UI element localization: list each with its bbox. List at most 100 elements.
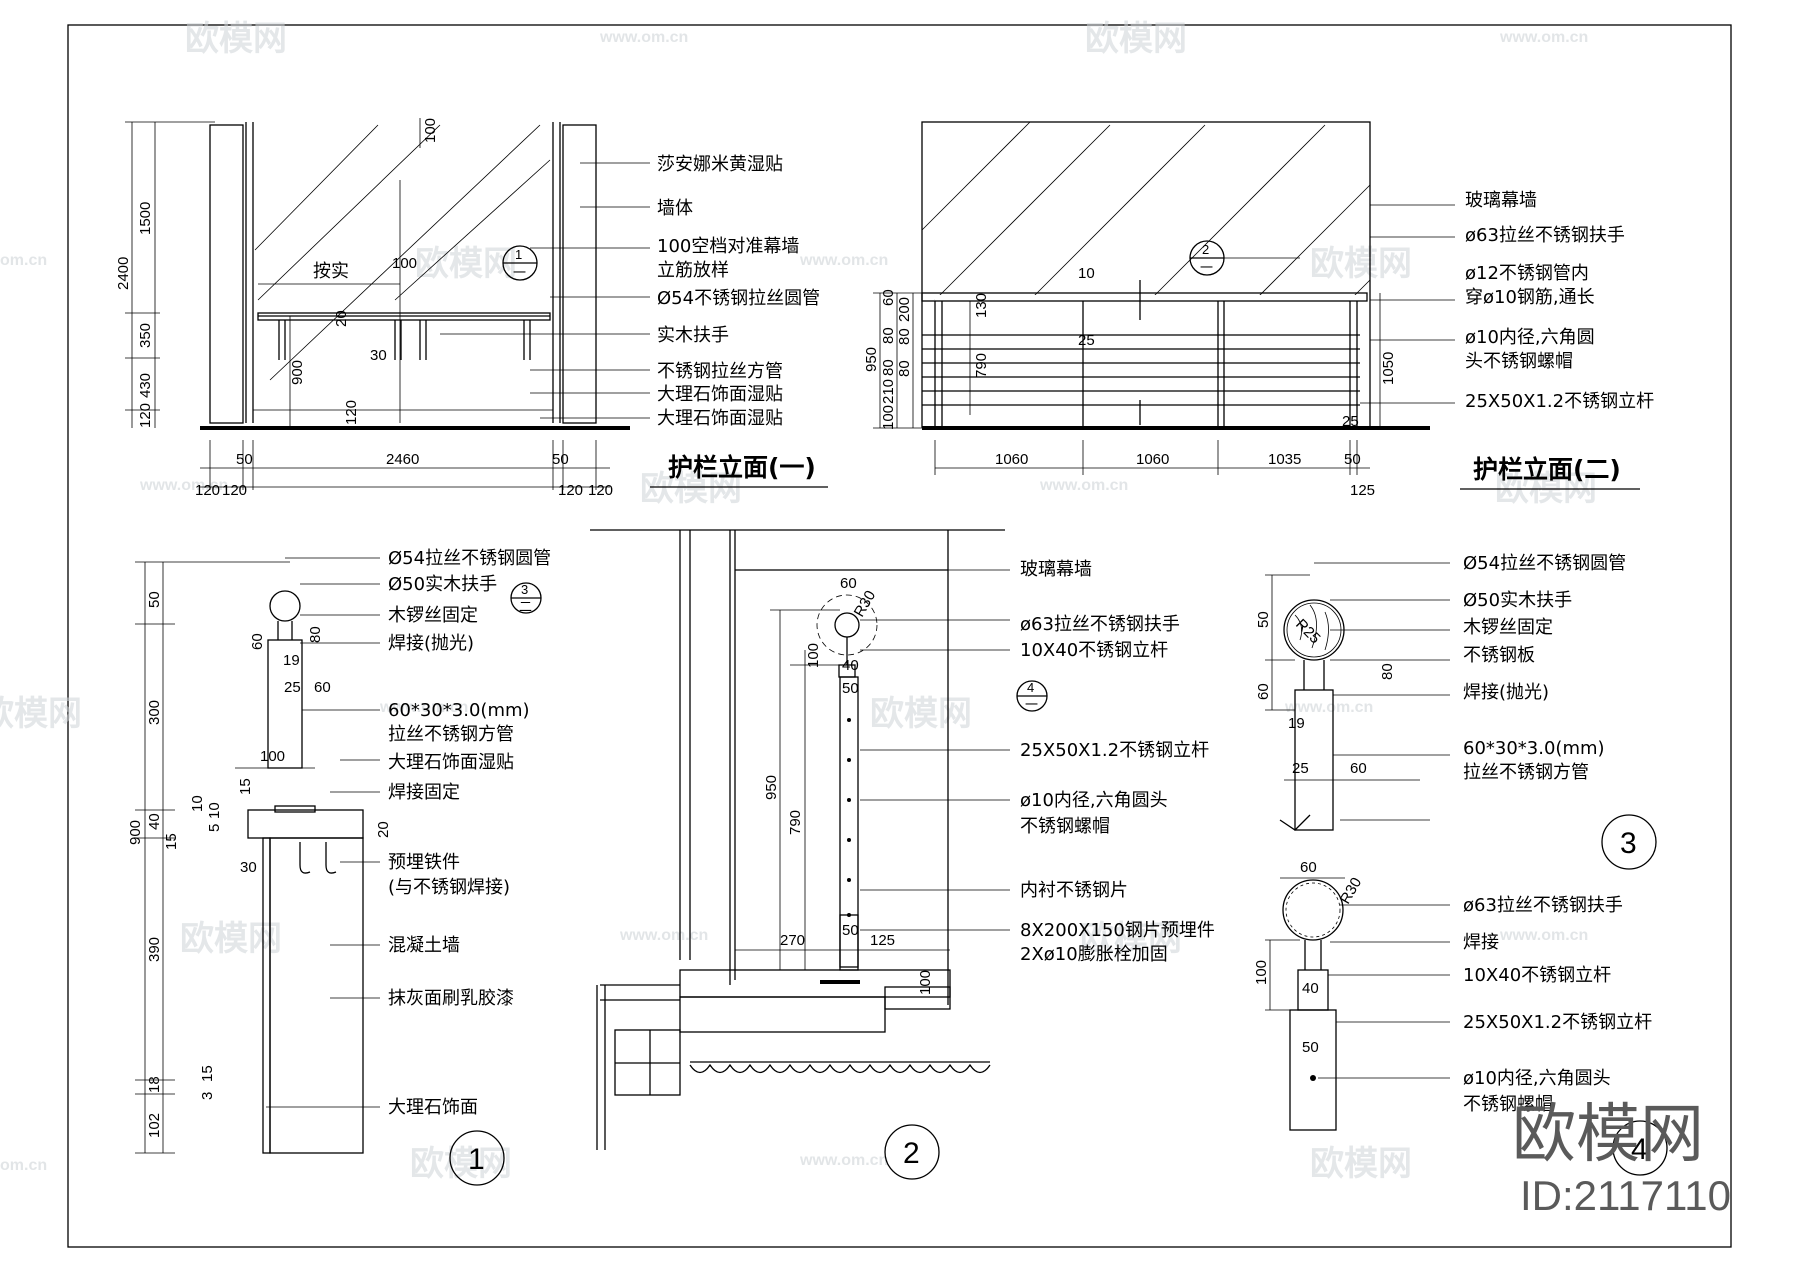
- dim-80b: 80: [896, 328, 913, 345]
- dim-60: 60: [249, 633, 266, 650]
- dim-20: 20: [375, 821, 392, 838]
- dim-30: 30: [370, 347, 387, 364]
- dim-100: 100: [422, 118, 439, 143]
- label-inner-steel-plate: 内衬不锈钢片: [1020, 880, 1128, 901]
- dim-60: 60: [840, 575, 857, 592]
- dim-790: 790: [973, 353, 990, 378]
- dim-50: 50: [1344, 451, 1361, 468]
- detail-1-number: 1: [468, 1143, 485, 1176]
- dim-1500: 1500: [137, 202, 154, 235]
- label-steel-post-10x40: 10X40不锈钢立杆: [1463, 965, 1611, 986]
- watermark-brand: 欧模网: [185, 19, 287, 59]
- detail-4-number: 4: [1631, 1133, 1648, 1166]
- label-steel-tube: Ø54不锈钢拉丝圆管: [657, 288, 820, 309]
- dim-200: 200: [896, 297, 913, 322]
- dim-50b: 50: [842, 922, 859, 939]
- brand-id: ID:2117110: [1520, 1172, 1731, 1219]
- label-marble-1: 大理石饰面湿贴: [657, 384, 783, 405]
- dim-120c: 120: [195, 482, 220, 499]
- dim-40: 40: [842, 657, 859, 674]
- dim-15c: 15: [199, 1065, 216, 1082]
- handrail-circle: [269, 590, 301, 622]
- watermark-url: www.om.cn: [799, 252, 888, 269]
- watermark-brand: 欧模网: [870, 694, 972, 734]
- dim-100: 100: [880, 405, 897, 430]
- label-steel-tube: Ø54拉丝不锈钢圆管: [1463, 553, 1626, 574]
- label-wood-screw: 木锣丝固定: [388, 605, 478, 626]
- dim-r30: R30: [851, 588, 879, 620]
- dim-950: 950: [763, 775, 780, 800]
- railing-elevation-2: 950 60 200 80 80 80 80 210 100 130 790 1…: [863, 121, 1654, 499]
- dim-790: 790: [787, 810, 804, 835]
- right-wall: [562, 124, 597, 424]
- dim-50b: 50: [552, 451, 569, 468]
- label-hex-cap: ø10内径,六角圆头: [1463, 1068, 1611, 1089]
- dim-100: 100: [1253, 960, 1270, 985]
- detail-3-number: 3: [1620, 827, 1637, 860]
- dim-80a: 80: [880, 327, 897, 344]
- watermark-brand: 欧模网: [180, 919, 282, 959]
- dim-10: 10: [1078, 265, 1095, 282]
- dim-900: 900: [289, 360, 306, 385]
- dim-60: 60: [880, 289, 897, 306]
- dim-r25: R25: [1292, 616, 1323, 647]
- label-steel-post: 25X50X1.2不锈钢立杆: [1465, 391, 1654, 412]
- dim-10b: 10: [206, 802, 223, 819]
- label-expansion-bolt: 2Xø10膨胀栓加固: [1020, 944, 1168, 965]
- elevation-1-title: 护栏立面(一): [668, 453, 816, 482]
- watermark-url: www.om.cn: [1039, 477, 1128, 494]
- label-weld-polish: 焊接(抛光): [388, 633, 474, 654]
- watermark-brand: 欧模网: [1085, 19, 1187, 59]
- dim-50: 50: [842, 680, 859, 697]
- dim-40: 40: [146, 813, 163, 830]
- dim-430: 430: [137, 373, 154, 398]
- dim-5: 5: [206, 824, 223, 832]
- watermarks: 欧模网 欧模网 www.om.cn www.om.cn om.cn 欧模网 ww…: [0, 19, 1597, 1184]
- section-marker-num: 1: [515, 247, 522, 262]
- label-mullion: 立筋放样: [657, 260, 729, 281]
- label-gap-align: 100空档对准幕墙: [657, 236, 799, 257]
- label-concrete-wall: 混凝土墙: [388, 935, 460, 956]
- dim-300: 300: [146, 700, 163, 725]
- label-weld-polish: 焊接(抛光): [1463, 682, 1549, 703]
- label-embedded-plate: 8X200X150钢片预埋件: [1020, 920, 1215, 941]
- detail-3: 50 R25 60 19 80 25 60 Ø54拉丝不锈钢圆管 Ø50实木扶手…: [1255, 553, 1657, 870]
- dim-100: 100: [260, 748, 285, 765]
- label-square-tube: 拉丝不锈钢方管: [1463, 762, 1589, 783]
- label-marble-wet: 大理石饰面湿贴: [388, 752, 514, 773]
- label-wall: 墙体: [657, 198, 693, 219]
- label-hex-cap-2: 头不锈钢螺帽: [1465, 351, 1573, 372]
- dim-50: 50: [146, 591, 163, 608]
- label-wood-handrail: Ø50实木扶手: [1463, 590, 1572, 611]
- label-square-tube: 不锈钢拉丝方管: [657, 361, 783, 382]
- dim-350: 350: [137, 323, 154, 348]
- label-marble-finish: 大理石饰面: [388, 1097, 478, 1118]
- dim-125: 125: [1350, 482, 1375, 499]
- label-weld-with-steel: (与不锈钢焊接): [388, 877, 510, 898]
- dim-120d: 120: [222, 482, 247, 499]
- dim-100b: 100: [917, 970, 934, 995]
- label-hex-cap-2: 不锈钢螺帽: [1020, 816, 1110, 837]
- dim-130: 130: [973, 293, 990, 318]
- dim-15b: 15: [237, 778, 254, 795]
- label-weld-fix: 焊接固定: [388, 782, 460, 803]
- dim-25b: 25: [1342, 413, 1359, 430]
- dim-60b: 60: [314, 679, 331, 696]
- dim-270: 270: [780, 932, 805, 949]
- label-steel-tube: Ø54拉丝不锈钢圆管: [388, 548, 551, 569]
- watermark-url: www.om.cn: [619, 927, 708, 944]
- watermark-url: www.om.cn: [1284, 699, 1373, 716]
- dim-50: 50: [1302, 1039, 1319, 1056]
- dim-120: 120: [137, 403, 154, 428]
- dim-3: 3: [199, 1092, 216, 1100]
- dim-40: 40: [1302, 980, 1319, 997]
- label-glass-curtain-wall: 玻璃幕墙: [1465, 190, 1537, 211]
- dim-1060a: 1060: [995, 451, 1028, 468]
- dim-2460: 2460: [386, 451, 419, 468]
- watermark-short-url: om.cn: [0, 1157, 47, 1174]
- dim-210: 210: [880, 379, 897, 404]
- dim-102: 102: [146, 1113, 163, 1138]
- watermark-url: www.om.cn: [139, 477, 228, 494]
- dim-as-built: 按实: [313, 261, 349, 282]
